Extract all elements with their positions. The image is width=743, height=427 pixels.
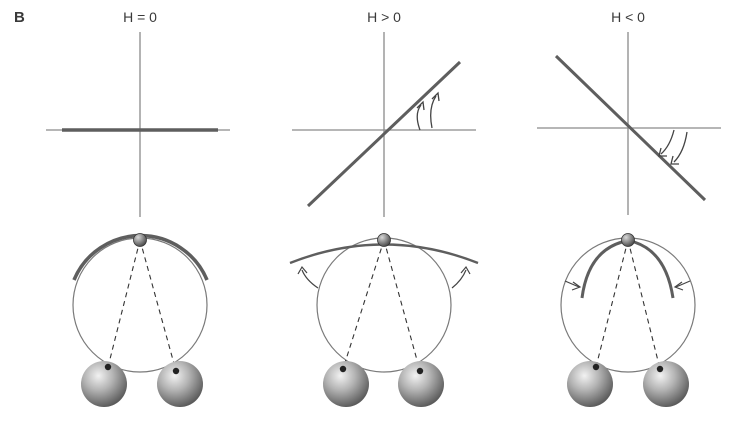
ball-left [81,361,127,407]
ball-left-dot [104,363,112,371]
ball-left-dot [592,363,600,371]
dashed-link-left [595,239,629,368]
arrowhead [658,147,667,157]
panel-h-positive: H > 0 [289,9,479,407]
curled-arc-right [633,240,675,299]
ball-right [157,361,203,407]
ball-right [643,361,689,407]
arc-arrow-right [675,280,691,288]
arrowhead [460,265,471,275]
arrowhead [431,91,440,102]
arc-arrow-left [564,280,580,288]
arrowhead [571,281,582,291]
negative-slope-line [554,54,707,202]
arrowhead [670,155,679,165]
dashed-link-right [139,239,177,372]
rotation-arrow [430,95,437,129]
ball-right-dot [416,367,424,375]
arrowhead [673,281,684,291]
panel-title-h-negative: H < 0 [611,9,645,25]
panel-title-h-zero: H = 0 [123,9,157,25]
arc-arrow-left [301,269,319,289]
top-node [133,233,147,247]
panel-title-h-positive: H > 0 [367,9,401,25]
panel-h-zero: H = 0 [46,9,230,407]
arrowhead [297,265,308,275]
rotation-arrow [673,131,688,163]
ball-right-dot [656,365,664,373]
positive-slope-line [306,60,462,208]
dashed-link-right [627,239,661,370]
ball-right-dot [172,367,180,375]
ball-right [398,361,444,407]
flattened-arc [289,243,479,265]
ball-left-dot [339,365,347,373]
unit-circle [316,237,452,373]
dashed-link-right [383,239,421,372]
ball-left [567,361,613,407]
curled-arc-left [580,240,623,299]
dashed-link-left [107,239,141,368]
ball-left [323,361,369,407]
unit-circle [560,237,696,373]
arc-arrow-right [451,269,467,289]
arrowhead [416,100,425,111]
rotation-arrow [660,129,675,155]
rotation-arrow [416,104,422,131]
panel-h-negative: H < 0 [537,9,721,407]
panel-label: B [14,9,25,26]
unit-circle [72,237,208,373]
dashed-link-left [342,239,385,370]
top-node [377,233,391,247]
top-node [621,233,635,247]
